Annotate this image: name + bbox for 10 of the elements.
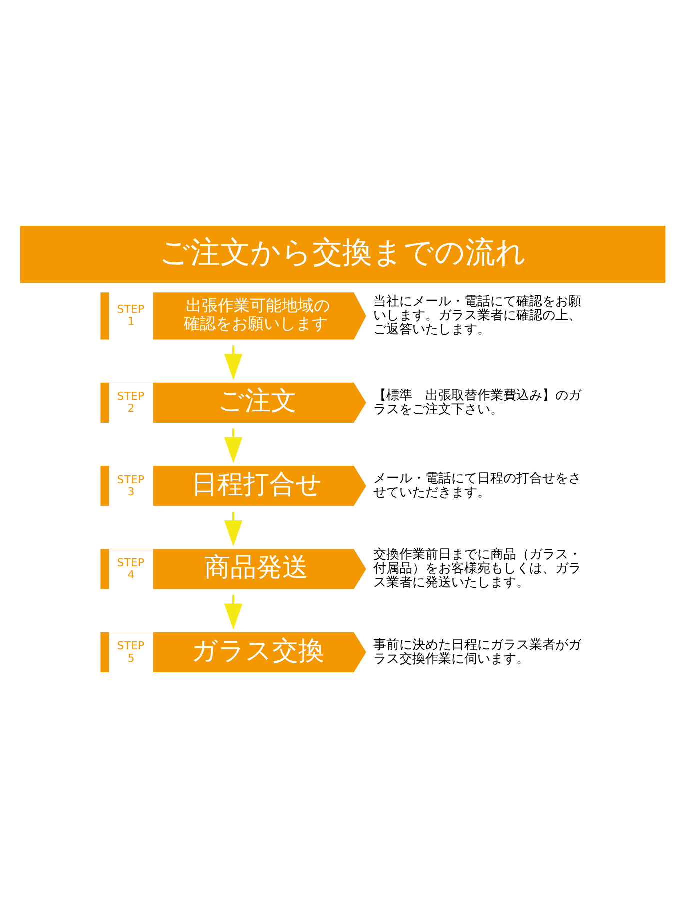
node-label: 交換作業前日までに商品（ガラス・付属品）をお客様宛もしくは、ガラス業者に発送いたします。 — [373, 548, 582, 591]
node-label: 事前に決めた日程にガラス業者がガラス交換作業に伺います。 — [373, 638, 582, 667]
arrow — [224, 345, 243, 380]
arrow — [224, 428, 243, 464]
arrow — [224, 512, 243, 547]
node-label: 【標準 出張取替作業費込み】のガラスをご注文下さい。 — [373, 388, 582, 418]
node-label: 当社にメール・電話にて確認をお願いします。ガラス業者に確認の上、ご返答いたします。 — [373, 294, 582, 338]
node-label: メール・電話にて日程の打合せをさせていただきます。 — [373, 471, 582, 500]
arrow — [224, 595, 243, 630]
diagram-title: ご注文から交換までの流れ — [160, 236, 527, 271]
